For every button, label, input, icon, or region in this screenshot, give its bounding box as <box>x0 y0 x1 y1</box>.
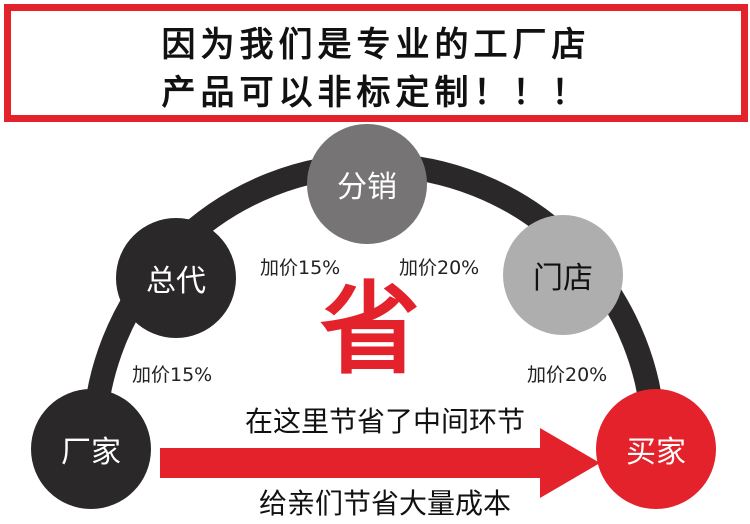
savings-character: 省 <box>320 271 420 388</box>
headline-banner: 因为我们是专业的工厂店 产品可以非标定制！！！ <box>4 4 748 122</box>
arrow-caption-top: 在这里节省了中间环节 <box>244 405 525 438</box>
node-buyer: 买家 <box>596 389 716 509</box>
node-general-agent-label: 总代 <box>146 264 206 299</box>
headline-line-1: 因为我们是专业的工厂店 <box>161 25 591 65</box>
markup-agent-to-distribution: 加价15% <box>260 257 341 279</box>
node-factory-label: 厂家 <box>61 435 121 470</box>
markup-distribution-to-store: 加价20% <box>399 257 480 279</box>
node-store: 门店 <box>503 215 623 335</box>
savings-arrow <box>160 428 600 498</box>
arrow-caption-bottom: 给亲们节省大量成本 <box>258 487 511 520</box>
node-general-agent: 总代 <box>116 218 236 338</box>
node-store-label: 门店 <box>533 261 593 296</box>
node-distribution: 分销 <box>307 124 427 244</box>
node-distribution-label: 分销 <box>337 170 397 205</box>
node-buyer-label: 买家 <box>626 435 686 470</box>
markup-store-to-buyer: 加价20% <box>527 364 608 386</box>
headline-line-2: 产品可以非标定制！！！ <box>161 73 591 113</box>
markup-factory-to-agent: 加价15% <box>132 364 213 386</box>
node-factory: 厂家 <box>31 389 151 509</box>
